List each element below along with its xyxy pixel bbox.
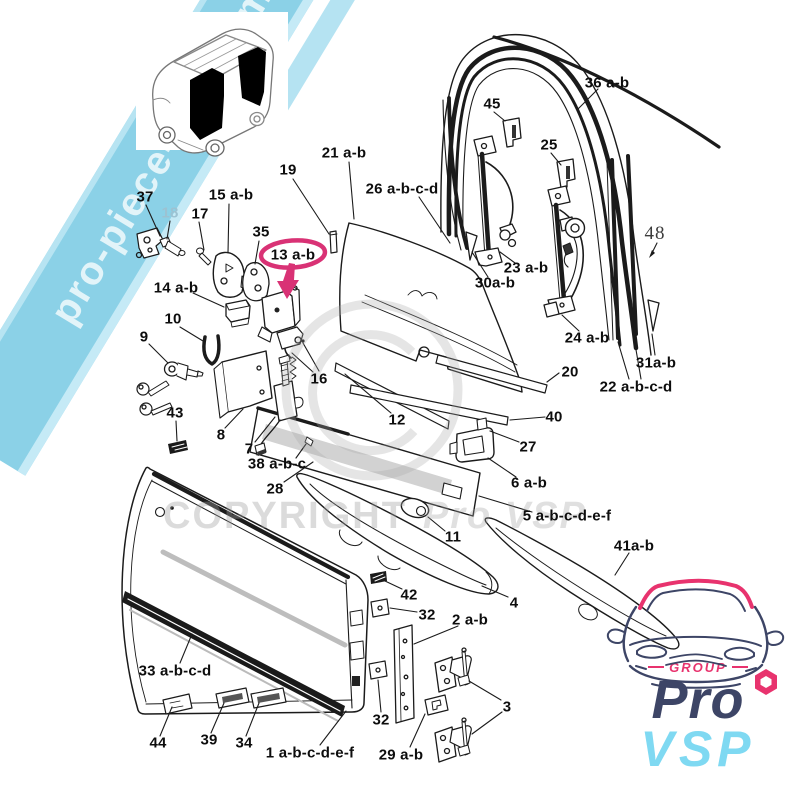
roof-rail-strip [492, 35, 721, 149]
part-label-28: 28 [266, 480, 284, 498]
part-label-21: 21 a-b [321, 144, 367, 162]
part-label-39: 39 [200, 731, 218, 749]
part-label-2: 2 a-b [451, 611, 489, 629]
pad-43 [168, 440, 188, 454]
part-label-19: 19 [279, 161, 297, 179]
part-label-5: 5 a-b-c-d-e-f [522, 507, 612, 525]
part-label-3: 3 [502, 698, 512, 716]
window-regulator-right [543, 158, 586, 318]
logo-pro-text: Pro [598, 669, 798, 727]
part-label-11: 11 [444, 528, 462, 546]
part-label-44: 44 [149, 734, 167, 752]
part-label-30: 30a-b [474, 274, 516, 292]
copyright-word: COPYRIGHT [163, 495, 407, 537]
part-label-29: 29 a-b [378, 746, 424, 764]
inner-door-panel [249, 406, 481, 519]
logo-vsp-text: VSP [640, 721, 756, 777]
lock-mechanism-parts [136, 299, 305, 456]
hinge-side-parts [368, 571, 449, 724]
glass-bottom-strip-20 [435, 354, 548, 394]
copyright-watermark: COPYRIGHT Pro VSP [163, 495, 587, 538]
part-label-40: 40 [545, 408, 563, 426]
part-label-1: 1 a-b-c-d-e-f [265, 744, 355, 762]
dash-right-icon [731, 666, 748, 668]
glass-run-channels [442, 96, 638, 341]
door-handle-housing [449, 417, 495, 463]
part-label-45: 45 [483, 95, 501, 113]
screw-38 [304, 436, 314, 447]
part-label-36: 36 a-b [584, 74, 630, 92]
part-label-17: 17 [191, 205, 209, 223]
wedge-seal-31 [647, 299, 660, 332]
part-label-26: 26 a-b-c-d [365, 180, 439, 198]
wedge-seal-30 [465, 231, 478, 261]
part-label-13-highlighted: 13 a-b [270, 246, 316, 264]
clip-10 [202, 334, 221, 366]
part-label-10: 10 [164, 310, 182, 328]
part-label-6: 6 a-b [510, 474, 548, 492]
part-label-12: 12 [388, 411, 406, 429]
door-glass [339, 222, 523, 393]
part-label-34: 34 [235, 734, 253, 752]
clip-27 [476, 417, 488, 431]
window-regulator-left [473, 117, 522, 267]
inner-handle-11 [400, 497, 430, 519]
part-label-7: 7 [244, 440, 254, 458]
part-label-4: 4 [509, 594, 519, 612]
part-label-48: 48 [644, 223, 666, 244]
part-label-32a: 32 [418, 606, 436, 624]
part-label-16: 16 [310, 370, 328, 388]
latch-parts [135, 227, 338, 302]
part-label-18: 18 [161, 204, 179, 222]
part-label-23: 23 a-b [503, 259, 549, 277]
part-label-32b: 32 [372, 711, 390, 729]
waist-seal-strip-40 [349, 384, 509, 426]
pin-19 [329, 230, 338, 254]
part-label-9: 9 [139, 328, 149, 346]
leader-lines [145, 88, 658, 748]
vehicle-thumbnail [136, 12, 288, 157]
part-label-22: 22 a-b-c-d [599, 378, 673, 396]
hex-nut-icon [755, 669, 777, 695]
part-label-27: 27 [519, 438, 537, 456]
door-hinges [434, 647, 472, 763]
watermark-brand: Pro VSP [422, 495, 587, 537]
part-label-8: 8 [216, 426, 226, 444]
part-label-15: 15 a-b [208, 186, 254, 204]
part-label-31: 31a-b [635, 354, 677, 372]
part-label-20: 20 [561, 363, 579, 381]
part-label-42: 42 [400, 586, 418, 604]
window-frame-seal [440, 33, 721, 356]
part-label-37: 37 [136, 188, 154, 206]
part-label-41: 41a-b [613, 537, 655, 555]
dash-left-icon [648, 666, 665, 668]
part-label-43: 43 [166, 404, 184, 422]
door-trim-shell-4 [296, 472, 499, 595]
part-label-24: 24 a-b [564, 329, 610, 347]
part-label-38: 38 a-b-c [247, 455, 307, 473]
provsp-logo: GROUP Pro VSP [598, 660, 798, 800]
logo-pro-word: Pro [651, 670, 745, 730]
check-strap-13 [257, 285, 304, 350]
side-molding-33 [122, 591, 345, 722]
part-label-35: 35 [252, 223, 270, 241]
part-label-14: 14 a-b [153, 279, 199, 297]
part-label-33: 33 a-b-c-d [138, 662, 212, 680]
part-label-25: 25 [540, 136, 558, 154]
